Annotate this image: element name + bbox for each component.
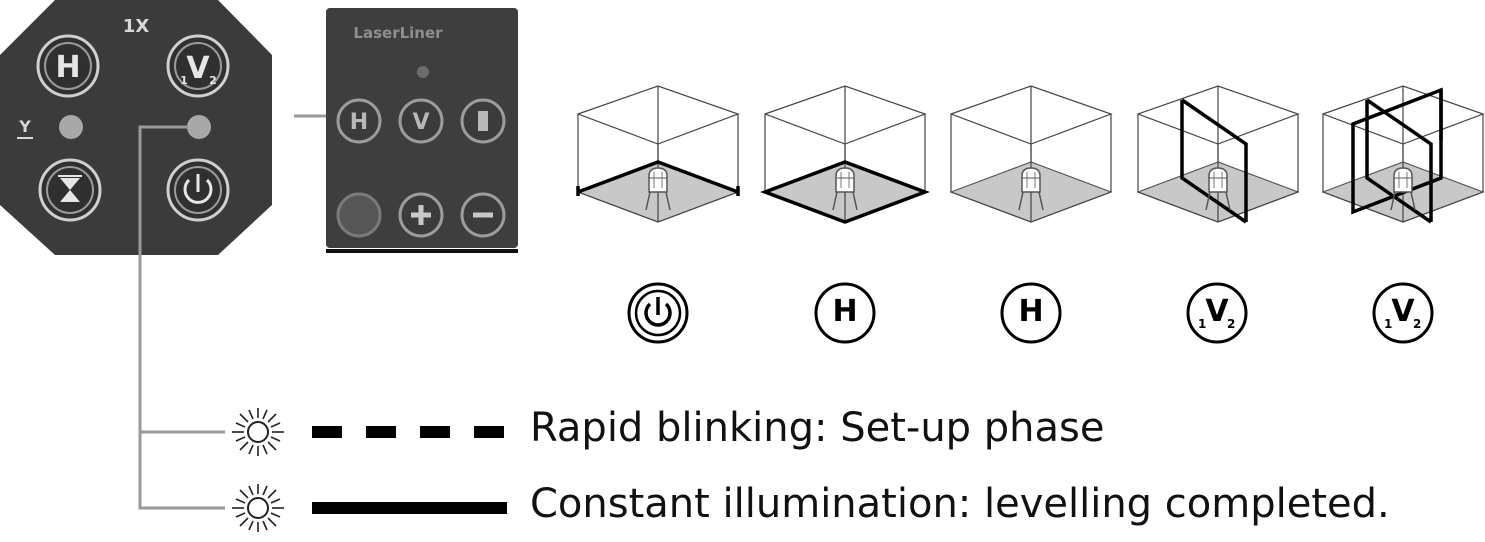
panel-top-label: 1X xyxy=(123,16,150,37)
mode-symbol: V xyxy=(1391,294,1415,329)
remote-h-button[interactable]: H xyxy=(336,98,382,144)
remote-connector xyxy=(294,114,332,118)
mode-subscript: 1 xyxy=(1198,317,1207,331)
remote-plus-button[interactable] xyxy=(398,192,444,238)
room-diagram xyxy=(760,85,930,224)
control-panel: 1X H V 1 2 Y xyxy=(0,0,272,255)
panel-v-button[interactable]: V 1 2 xyxy=(166,34,230,98)
room-diagram xyxy=(1321,85,1485,224)
connector-lines xyxy=(138,125,225,510)
svg-text:H: H xyxy=(350,110,368,135)
remote-brand: LaserLiner xyxy=(353,24,443,42)
h-button-icon: H xyxy=(814,282,876,344)
mode-subscript: 1 xyxy=(1384,317,1393,331)
room-diagram xyxy=(1136,85,1300,224)
mode-diagrams xyxy=(576,85,1485,224)
svg-text:V: V xyxy=(412,110,429,135)
panel-v-label: V xyxy=(186,51,210,86)
mode-subscript: 2 xyxy=(1227,317,1236,331)
svg-text:2: 2 xyxy=(209,74,217,87)
panel-led-right xyxy=(187,115,211,139)
panel-led-left xyxy=(59,115,83,139)
panel-h-label: H xyxy=(55,50,80,85)
light-constant-icon xyxy=(232,484,284,532)
remote-control: LaserLiner H V xyxy=(326,8,518,253)
panel-h-button[interactable]: H xyxy=(36,34,100,98)
panel-power-button[interactable] xyxy=(166,158,230,222)
light-blink-icon xyxy=(232,408,284,456)
mode-subscript: 2 xyxy=(1413,317,1422,331)
remote-tilt-button[interactable] xyxy=(460,98,506,144)
room-diagram xyxy=(576,85,740,223)
remote-blank-button[interactable] xyxy=(336,192,382,238)
panel-tilt-button[interactable] xyxy=(38,158,102,222)
mode-symbol: H xyxy=(1018,294,1044,329)
mode-symbol: H xyxy=(832,294,858,329)
remote-v-button[interactable]: V xyxy=(398,98,444,144)
power-icon xyxy=(627,282,689,344)
remote-minus-button[interactable] xyxy=(460,192,506,238)
h-button-icon: H xyxy=(1000,282,1062,344)
legend-text-blinking: Rapid blinking: Set-up phase xyxy=(530,405,1105,451)
svg-text:1: 1 xyxy=(180,74,188,87)
legend-text-constant: Constant illumination: levelling complet… xyxy=(530,481,1390,527)
legend-symbols xyxy=(232,408,507,532)
mode-symbol: V xyxy=(1205,294,1229,329)
room-diagram xyxy=(949,85,1113,223)
panel-side-label: Y xyxy=(18,117,31,136)
